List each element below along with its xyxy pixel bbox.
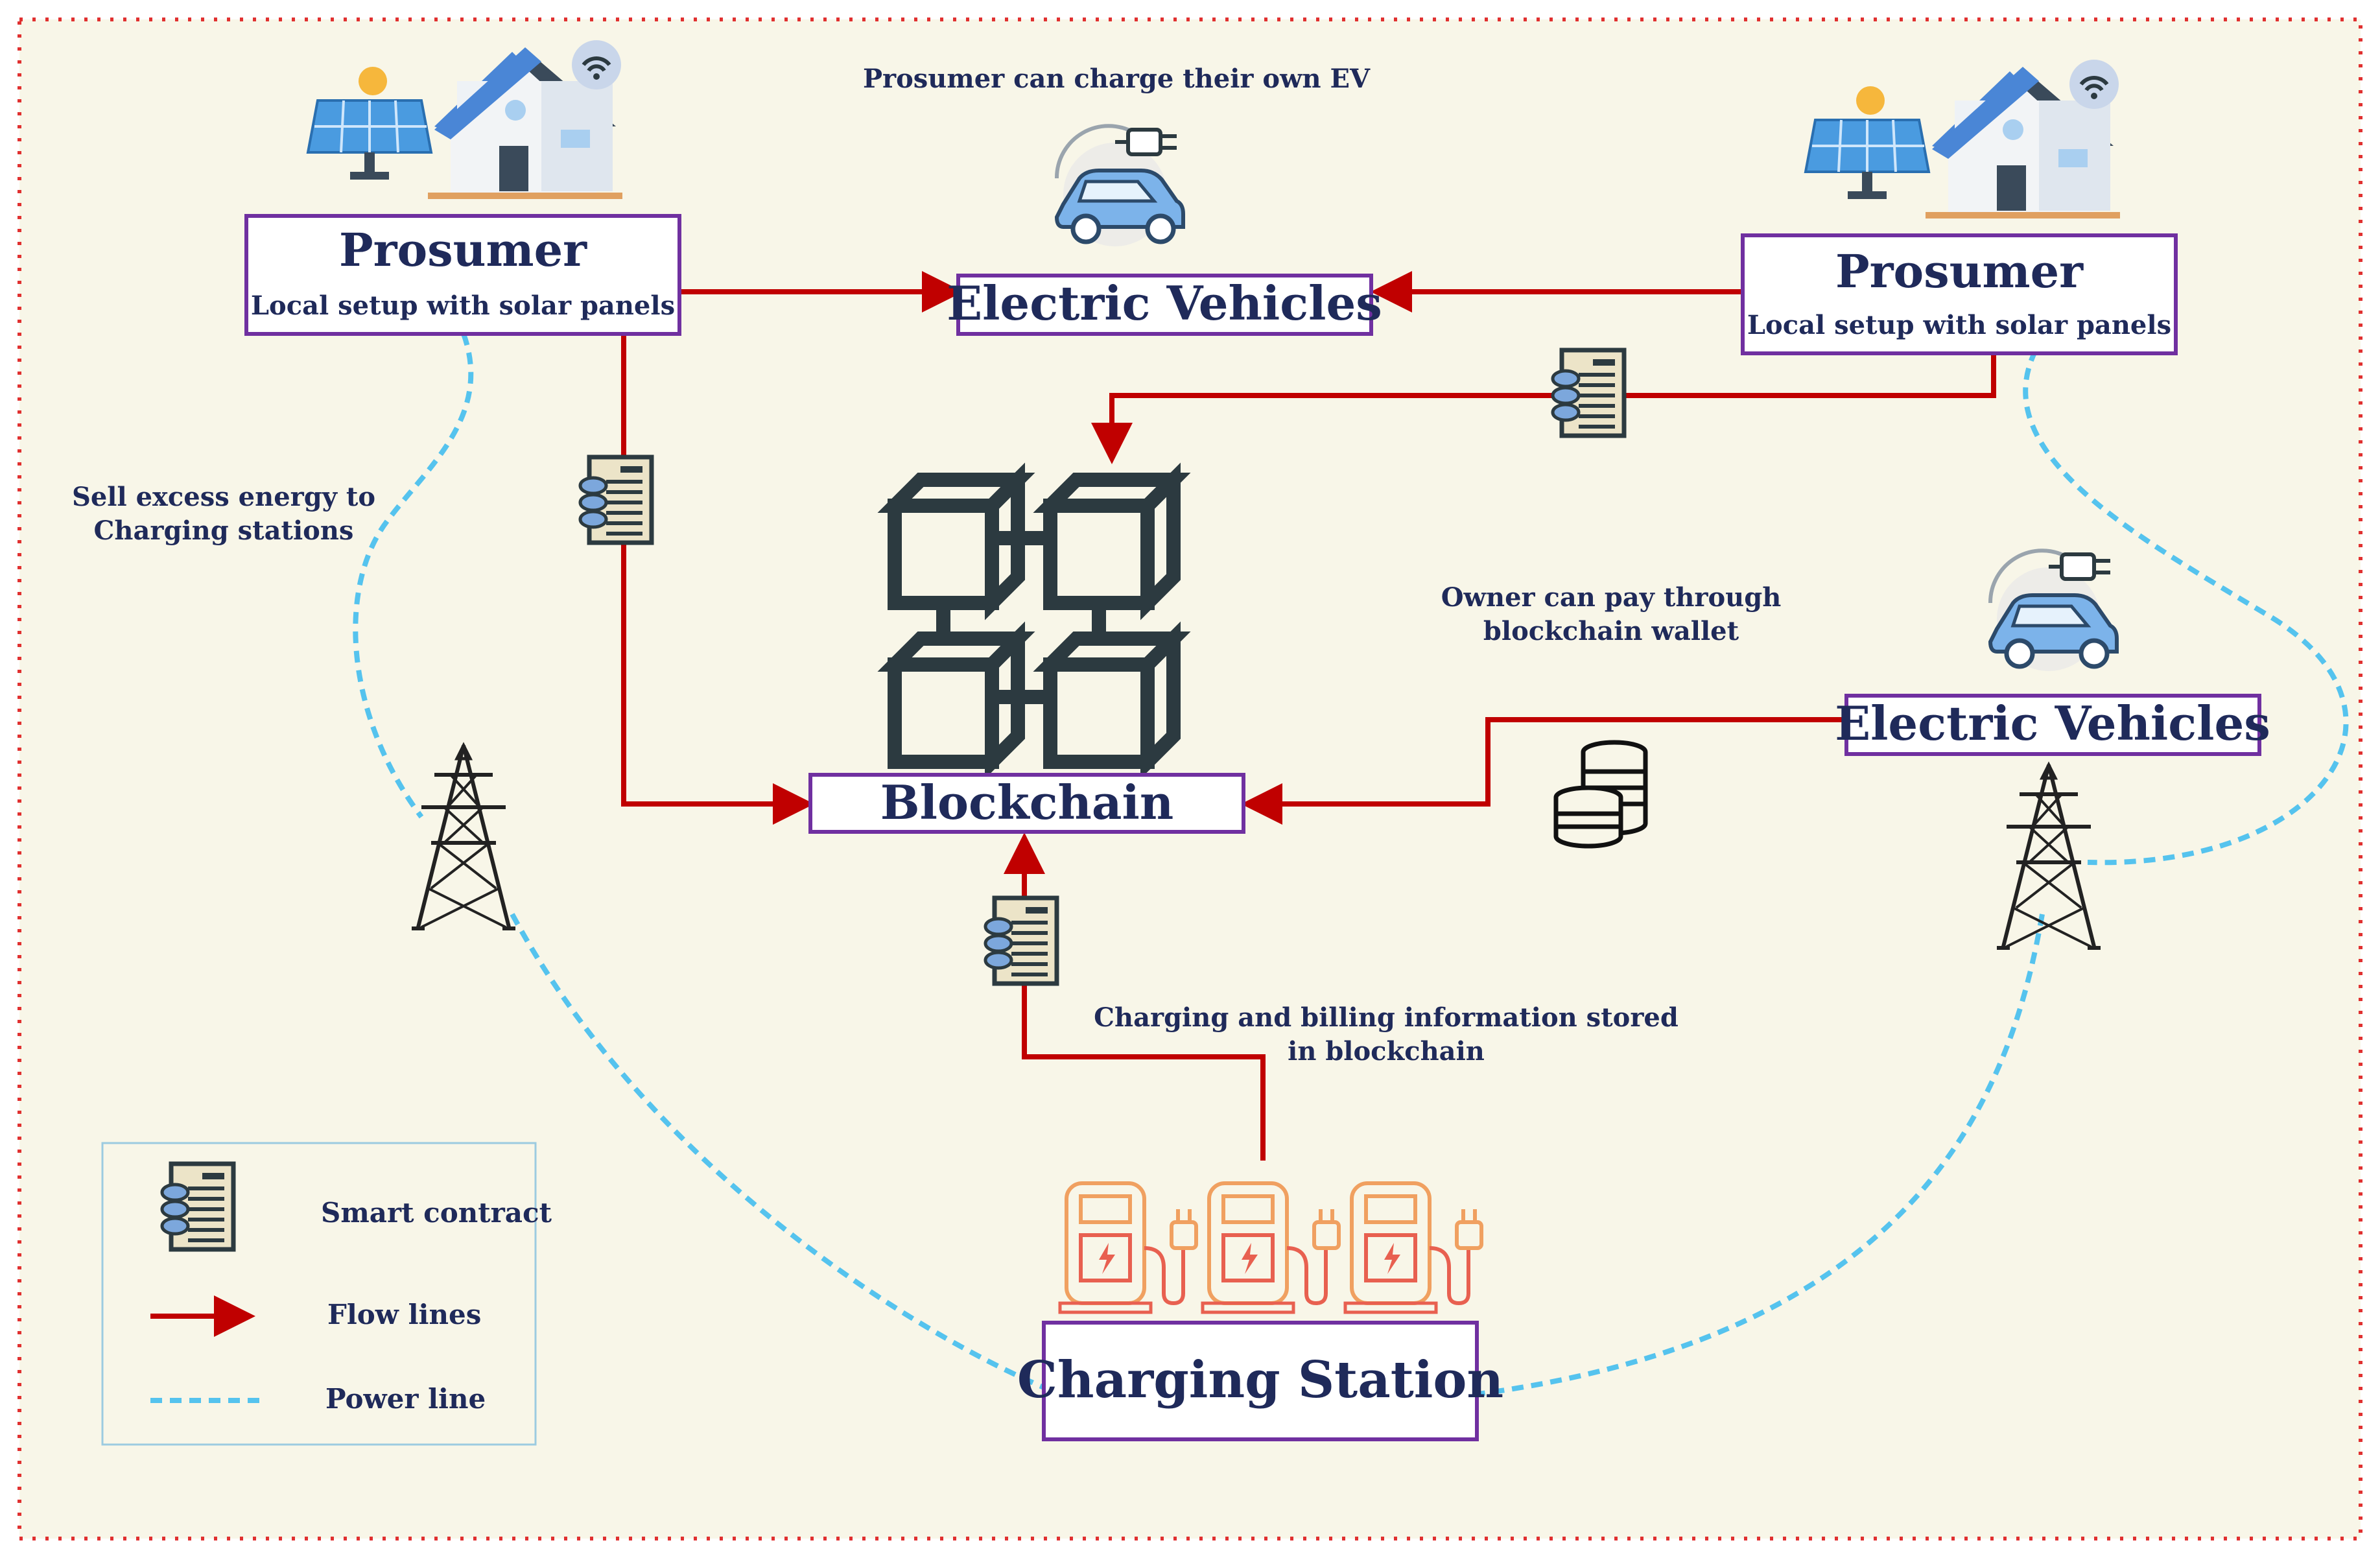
power-line-prosumer-right-tower xyxy=(2023,349,2349,866)
prosumer-right-box: Prosumer Local setup with solar panels xyxy=(1741,233,2178,355)
legend: Smart contract Flow lines Power line xyxy=(101,1142,552,1446)
flow-ev-right-to-blockchain xyxy=(1241,717,1846,825)
legend-power-line-label: Power line xyxy=(325,1383,486,1415)
prosumer-left-box: Prosumer Local setup with solar panels xyxy=(244,214,681,336)
power-line-tower-left-station xyxy=(510,913,1045,1390)
prosumer-left-subtitle: Local setup with solar panels xyxy=(251,290,675,321)
annotation-owner-line1: Owner can pay through xyxy=(1441,582,1782,613)
charging-station-box: Charging Station xyxy=(1017,1321,1503,1441)
coins-icon xyxy=(1553,740,1648,849)
annotation-sell-line2: Charging stations xyxy=(94,515,354,546)
smart-contract-icon-left xyxy=(580,457,652,543)
annotation-sell-line1: Sell excess energy to xyxy=(72,482,375,512)
smart-contract-icon-station xyxy=(985,898,1057,984)
power-line-tower-right-station xyxy=(1478,914,2045,1397)
annotation-billing-line1: Charging and billing information stored xyxy=(1094,1002,1679,1033)
prosumer-left-title: Prosumer xyxy=(339,223,587,277)
legend-smart-contract-label: Smart contract xyxy=(321,1197,552,1229)
legend-flow-lines-label: Flow lines xyxy=(327,1299,481,1330)
ev-top-label: Electric Vehicles xyxy=(947,276,1382,331)
annotation-billing-line2: in blockchain xyxy=(1288,1036,1485,1067)
smart-contract-icon-right xyxy=(1553,350,1624,436)
ev-right-box: Electric Vehicles xyxy=(1835,694,2270,756)
prosumer-right-subtitle: Local setup with solar panels xyxy=(1747,310,2171,340)
charging-station-label: Charging Station xyxy=(1017,1351,1503,1410)
annotation-top: Prosumer can charge their own EV xyxy=(863,64,1371,94)
blockchain-box: Blockchain xyxy=(808,773,1245,834)
ev-top-box: Electric Vehicles xyxy=(947,274,1382,336)
blockchain-icon xyxy=(895,480,1173,762)
ev-right-label: Electric Vehicles xyxy=(1835,696,2270,751)
power-lines xyxy=(353,333,2349,1397)
blockchain-label: Blockchain xyxy=(880,775,1174,830)
prosumer-right-title: Prosumer xyxy=(1835,244,2084,298)
power-line-prosumer-left-tower xyxy=(353,333,474,819)
annotation-owner-line2: blockchain wallet xyxy=(1483,616,1739,646)
dotted-border xyxy=(18,18,2362,1540)
legend-smart-contract-icon xyxy=(162,1164,233,1249)
